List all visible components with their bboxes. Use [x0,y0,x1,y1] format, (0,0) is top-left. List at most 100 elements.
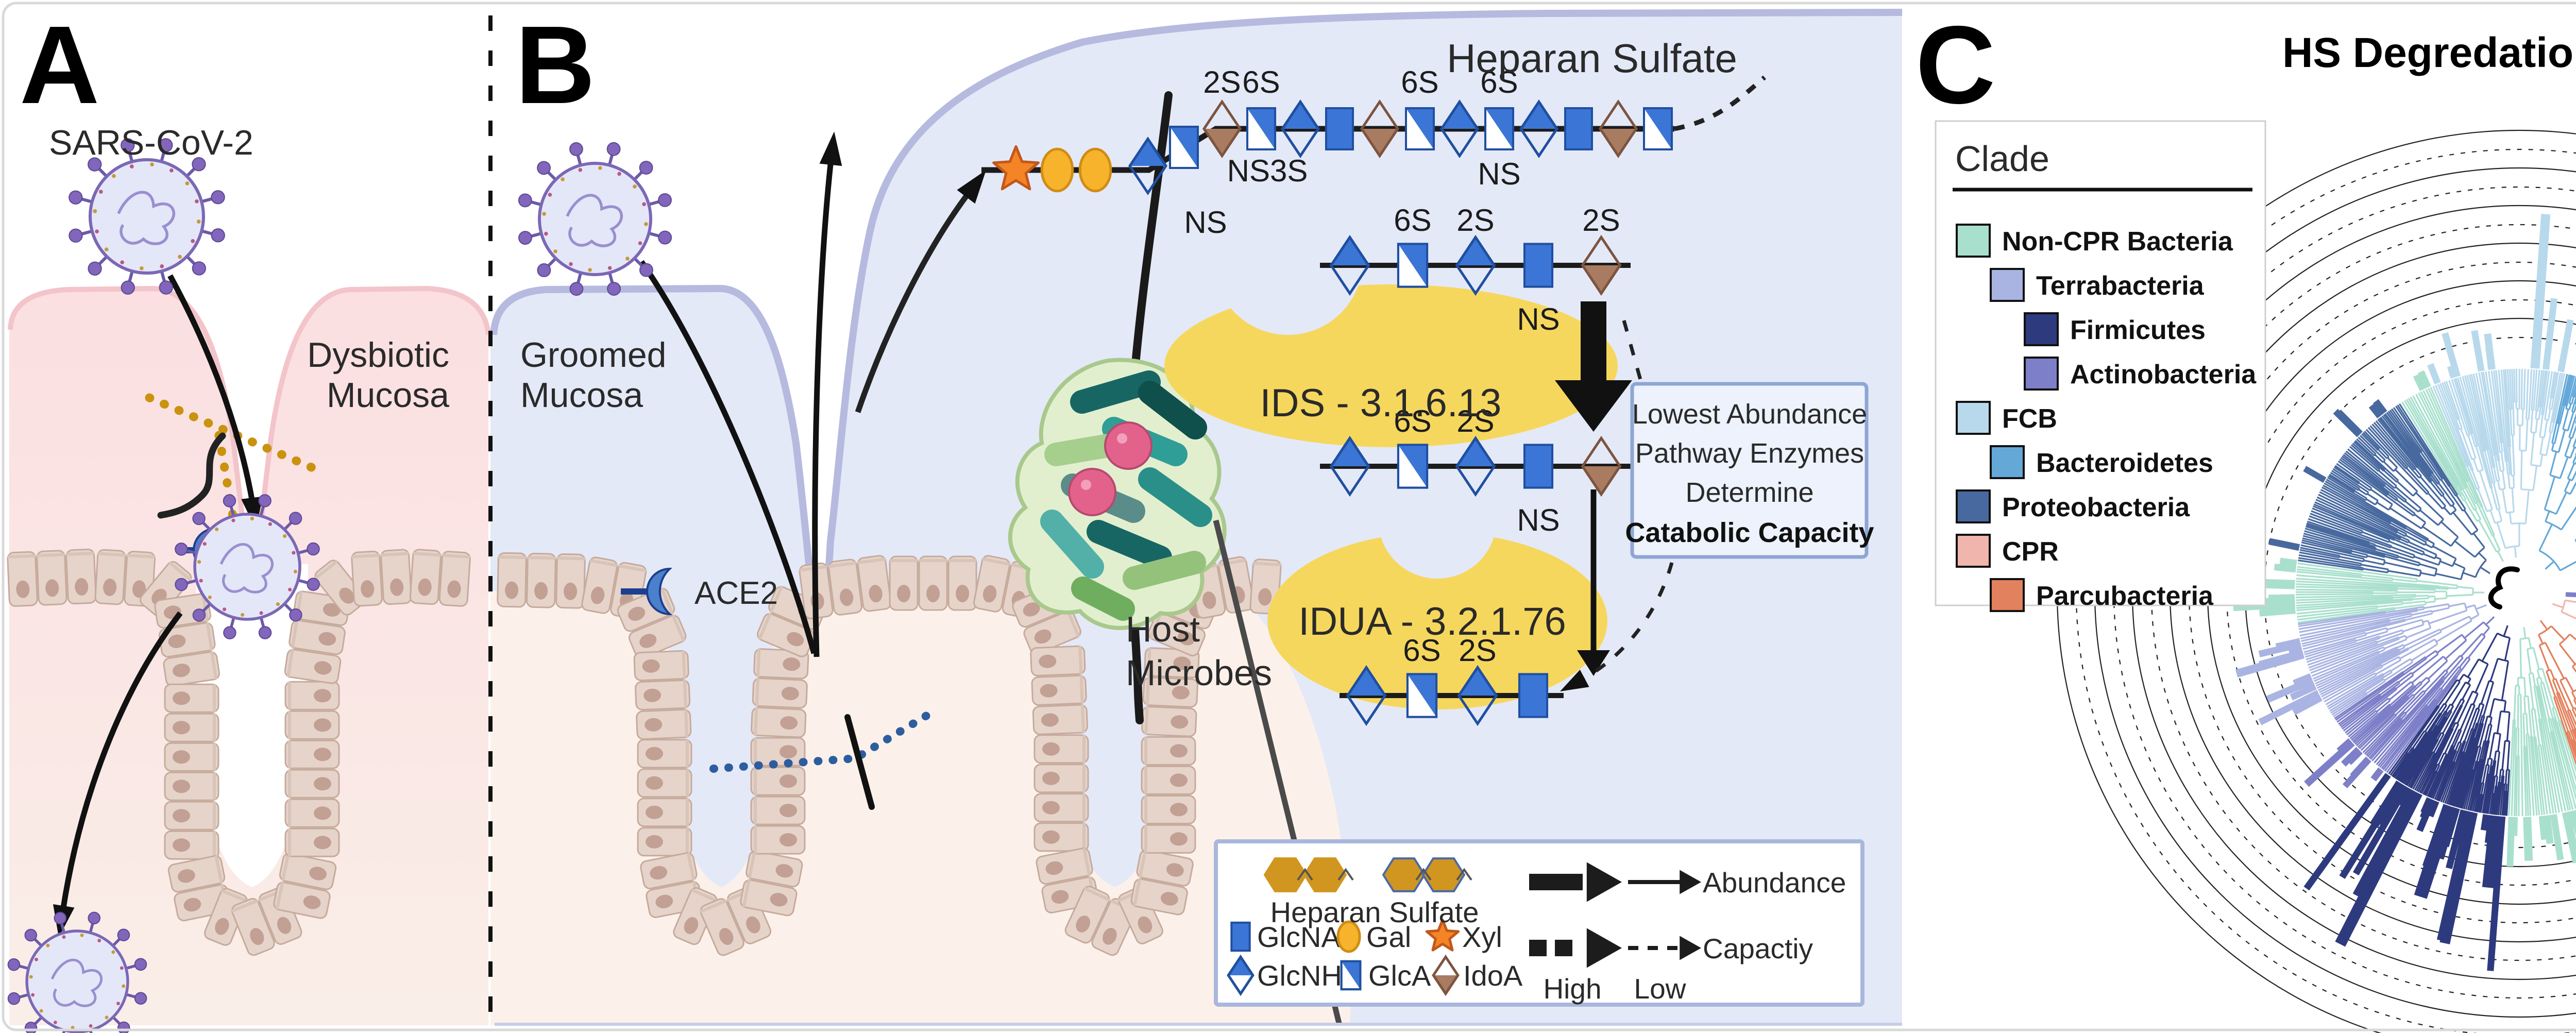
abundance-bar [2235,650,2305,678]
rect [1169,126,1199,169]
brush-border [413,552,441,557]
epithelial-cell [1141,736,1196,766]
rect [284,681,340,710]
cell-nucleus [314,661,332,675]
cell-nucleus [770,893,788,907]
square-icon [1523,444,1554,489]
membrane-protein [53,1021,57,1024]
rect [1064,886,1110,944]
epithelial-cell [284,827,340,857]
rect [581,556,618,614]
spike-head [537,161,551,175]
idua-enzyme-label: IDUA - 3.2.1.76 [1298,600,1566,643]
membrane-protein [276,602,280,606]
spike-head [69,228,83,243]
spike-head [307,578,320,591]
rect [751,706,807,738]
cell-nucleus [1034,629,1052,644]
rect [279,853,337,890]
brush-border [683,680,688,708]
spike-head [607,282,621,296]
cell-nucleus [1171,715,1189,729]
brush-border [748,850,756,879]
clade-branches [2295,562,2484,624]
clade-branches [2298,403,2490,581]
ace2-crescent-icon [646,567,673,616]
cleaved-hs-line [157,432,226,519]
rect [289,619,346,655]
gridline-circle [2189,262,2576,923]
membrane-protein [223,607,227,612]
polygon [1455,435,1496,497]
epithelial-cell [284,710,340,740]
membrane-protein [195,199,199,204]
dysbiotic-mucosa-label-2: Mucosa [327,376,449,415]
spike-head [88,261,102,276]
epithelial-cell [273,882,331,919]
epithelial-cell [751,706,807,738]
membrane-protein [178,255,182,259]
host-microbes-label-1: Host [1126,609,1200,649]
abundance-bar [2266,676,2314,703]
rect [164,830,219,860]
chain1-6s-b: 6S [1401,65,1438,99]
epithelial-cell [750,825,806,855]
crypt-a-lumen [196,564,308,887]
spike-head [639,161,653,175]
ids-enzyme-label: IDS - 3.1.6.13 [1260,381,1502,425]
rect [633,650,689,682]
abundance-bar [2484,333,2496,370]
brush-border [528,556,556,560]
epithelial-cell [1033,822,1089,852]
ellipse [1336,920,1361,953]
polygon [1247,108,1275,149]
cell-nucleus [1040,684,1058,698]
chain3-6s: 6S [1394,404,1431,438]
rect [1142,676,1198,708]
rect [973,555,1011,613]
cell-nucleus [1042,771,1060,785]
rect [750,825,806,855]
rect [637,768,692,798]
brush-border [660,587,674,615]
capacity-dashed-arrow [1560,562,1674,691]
polygon [1360,99,1400,159]
epithelial-cell [637,798,692,827]
diamond-top-half-icon [1455,234,1496,296]
abundance-bar [2439,811,2478,944]
brush-border [1132,878,1142,907]
cell-nucleus [314,689,331,703]
spike-head [134,992,147,1005]
epithelial-cell [409,549,442,605]
membrane-protein [39,1009,43,1013]
diamond-top-half-icon [1457,665,1498,726]
epithelial-cell [164,742,219,772]
polygon [992,145,1040,191]
rect [947,555,977,611]
membrane-protein [104,247,109,251]
membrane-protein [202,542,207,546]
brush-border [671,615,685,642]
rect [1033,793,1089,823]
panel-b: Lowest Abundance Pathway Enzymes Determi… [490,3,1903,1026]
cell-nucleus [775,864,793,878]
epithelial-cell [752,677,808,709]
epithelial-cell [634,679,691,710]
epithelial-cell [637,768,692,798]
thick-solid-arrow [1529,874,1583,890]
epithelial-cell [757,613,815,657]
membrane-protein [95,229,99,234]
cell-nucleus [168,634,186,648]
epithelial-cell [380,549,412,605]
epithelial-cell [1033,793,1089,823]
brush-border [1147,648,1151,676]
brush-border [1253,561,1281,567]
ellipse [1040,147,1074,193]
brush-border [857,557,886,565]
clade-branches [2552,599,2576,620]
rect [1032,704,1088,735]
epithelial-cell [158,622,216,658]
rect [1023,610,1081,655]
membrane-protein [191,239,195,243]
coccus-highlight [1117,433,1127,444]
